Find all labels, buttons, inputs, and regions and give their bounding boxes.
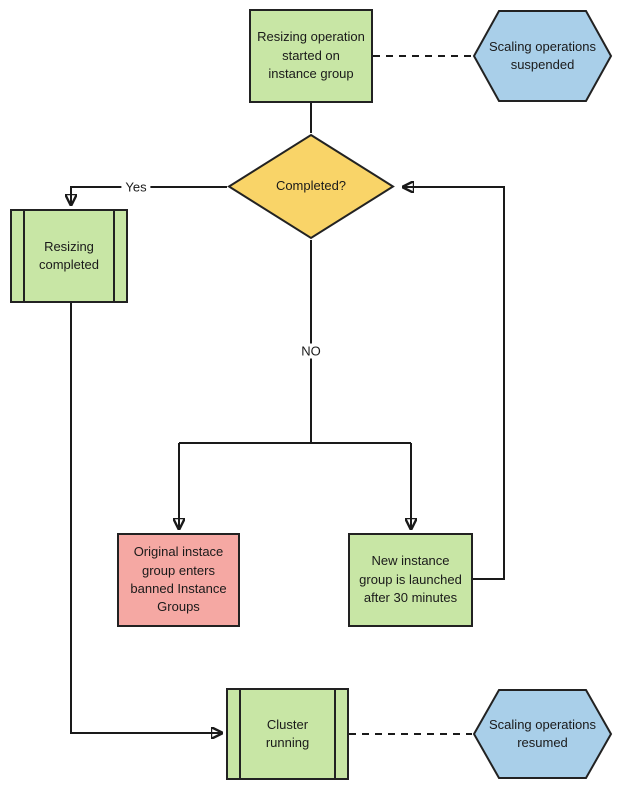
- node-banned-group: Original instace group enters banned Ins…: [117, 533, 240, 627]
- edge-resizing-completed-cluster: [70, 303, 223, 733]
- node-decision-label: Completed?: [275, 178, 347, 194]
- node-new-group-label: New instance group is launched after 30 …: [359, 553, 462, 606]
- node-resizing-completed: Resizing completed: [10, 209, 128, 303]
- predefined-process-bar-right: [113, 211, 115, 301]
- diamond-shape: [227, 133, 395, 240]
- node-suspended: Scaling operations suspended: [472, 9, 613, 103]
- node-resumed-label: Scaling operations resumed: [489, 716, 596, 750]
- node-suspended-label: Scaling operations suspended: [489, 38, 596, 72]
- edge-new-group-decision: [402, 187, 505, 580]
- node-decision: Completed?: [227, 133, 395, 240]
- node-cluster-running-label: Cluster running: [265, 716, 310, 750]
- node-new-group: New instance group is launched after 30 …: [348, 533, 473, 627]
- predefined-process-bar-left: [239, 690, 241, 778]
- diamond-polygon: [227, 133, 395, 240]
- hexagon-shape: [472, 10, 613, 102]
- node-cluster-running: Cluster running: [226, 688, 349, 780]
- predefined-process-bar-left: [23, 211, 25, 301]
- node-resizing-completed-label: Resizing completed: [39, 238, 99, 272]
- predefined-process-bar-right: [334, 690, 336, 778]
- node-banned-group-label: Original instace group enters banned Ins…: [130, 544, 227, 615]
- hexagon-polygon: [472, 10, 613, 102]
- hexagon-polygon: [472, 689, 613, 779]
- edge-decision-resizing-completed: [71, 186, 227, 206]
- edge-label-no: NO: [297, 343, 325, 359]
- edge-label-yes: Yes: [121, 179, 151, 195]
- node-start-label: Resizing operation started on instance g…: [257, 29, 365, 82]
- hexagon-shape: [472, 689, 613, 779]
- node-resumed: Scaling operations resumed: [472, 688, 613, 780]
- node-start: Resizing operation started on instance g…: [249, 9, 373, 103]
